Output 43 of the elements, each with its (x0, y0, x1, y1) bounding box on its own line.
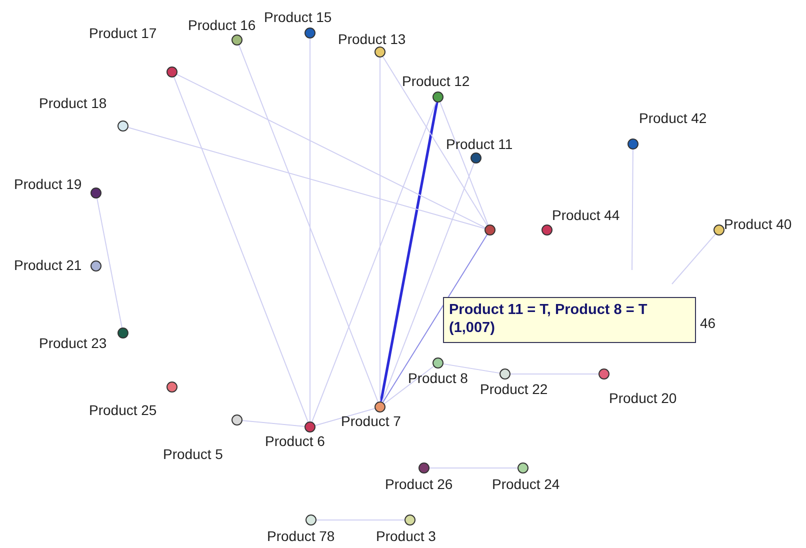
connector-line (241, 420, 306, 428)
node-label: Product 7 (341, 413, 401, 429)
node-label: Product 78 (267, 528, 335, 544)
connector-line (632, 148, 634, 270)
connector-line (382, 234, 488, 404)
node-label: Product 44 (552, 207, 620, 223)
connector-line (442, 363, 501, 374)
node-label: Product 12 (402, 73, 470, 89)
node-label: Product 24 (492, 476, 560, 492)
tooltip: Product 11 = T, Product 8 = T (1,007) (443, 297, 696, 343)
node-label: Product 16 (188, 17, 256, 33)
node-label: Product 17 (89, 25, 157, 41)
connector-line (672, 233, 716, 284)
node-label: Product 13 (338, 31, 406, 47)
connector-line (127, 126, 486, 230)
connector-line (238, 44, 379, 403)
node-label: Product 40 (724, 216, 792, 232)
node-label: Product 26 (385, 476, 453, 492)
connector-line (96, 197, 123, 329)
connector-line (381, 162, 475, 403)
node-label: Product 11 (446, 136, 513, 152)
connector-line (439, 101, 489, 226)
node-label: Product 6 (265, 433, 325, 449)
connector-line (176, 74, 486, 228)
connector-line (382, 56, 488, 226)
node-label: 46 (700, 315, 716, 331)
connector-line (311, 101, 437, 423)
node-label: Product 25 (89, 402, 157, 418)
node-label: Product 15 (264, 9, 332, 25)
node-label: Product 8 (408, 370, 468, 386)
node-label: Product 5 (163, 446, 223, 462)
connector-line (383, 366, 435, 404)
node-label: Product 18 (39, 95, 107, 111)
node-label: Product 22 (480, 381, 548, 397)
node-label: Product 23 (39, 335, 107, 351)
node-label: Product 42 (639, 110, 707, 126)
connector-line (173, 76, 309, 423)
connector-line (380, 102, 438, 402)
connector-line (314, 408, 376, 426)
node-label: Product 20 (609, 390, 677, 406)
node-label: Product 21 (14, 257, 82, 273)
node-label: Product 3 (376, 528, 436, 544)
node-label: Product 19 (14, 176, 82, 192)
